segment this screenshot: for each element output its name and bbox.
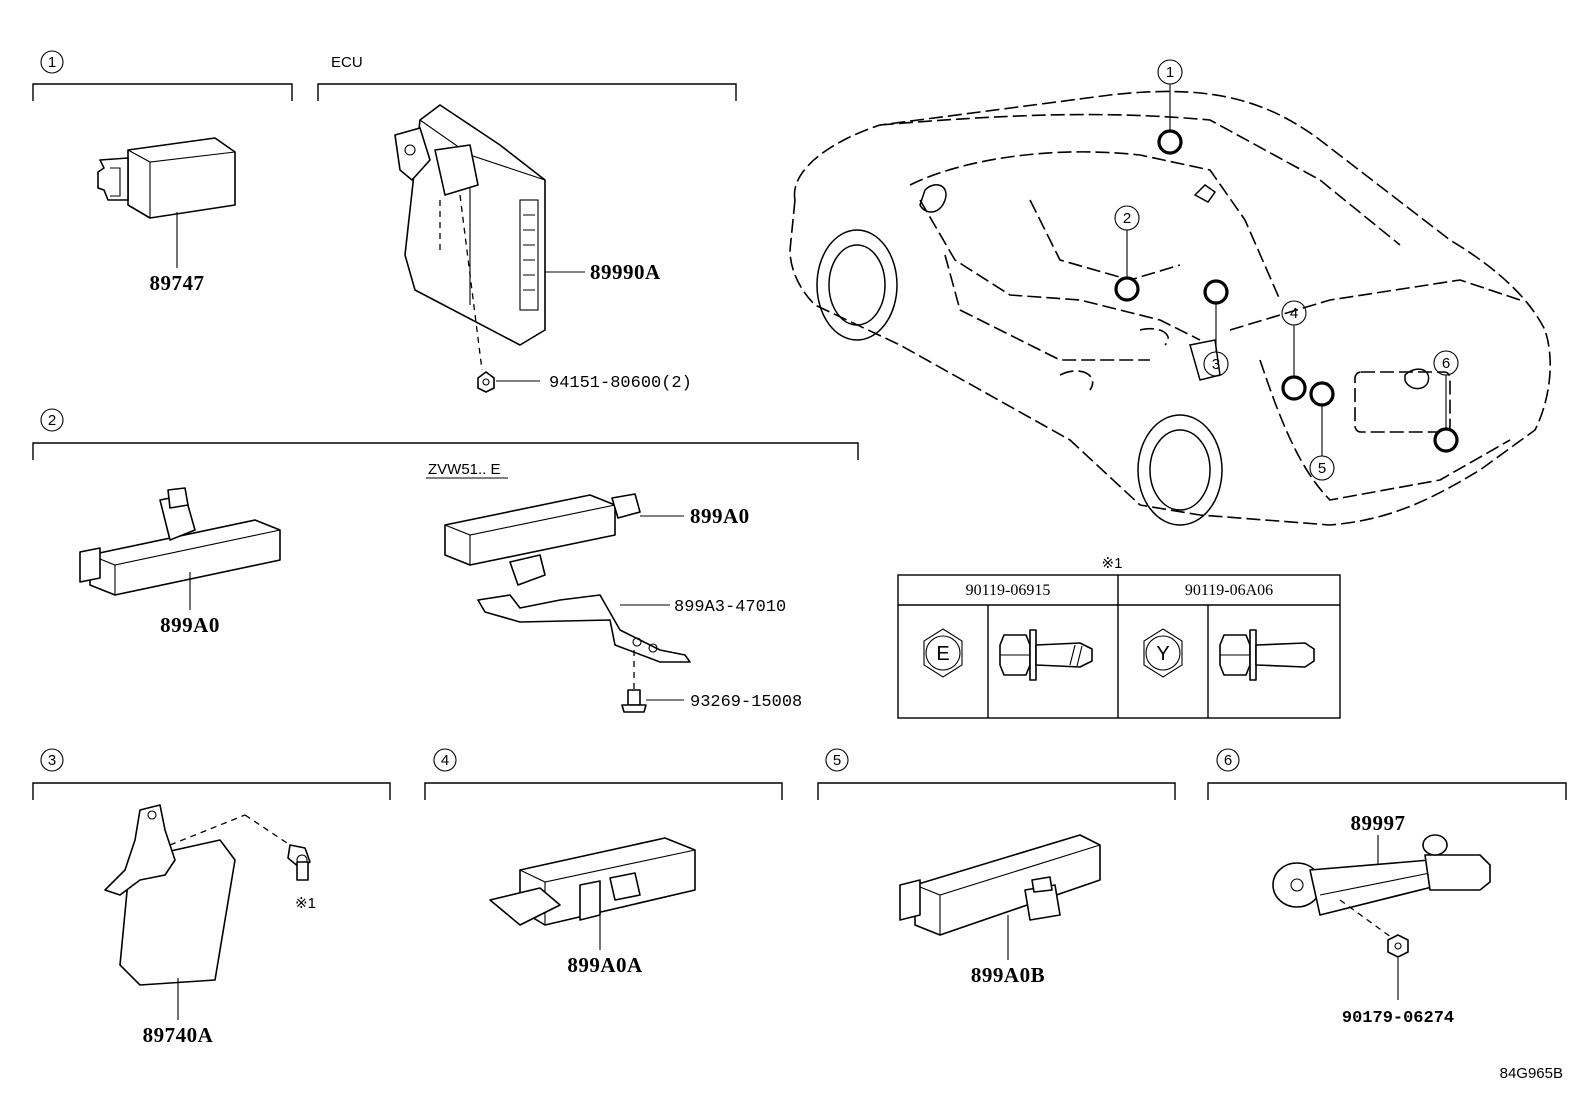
- section-4-header: 4: [424, 748, 783, 800]
- svg-text:1: 1: [1166, 64, 1174, 81]
- antenna-899A0-right: ZVW51.. E 899A0 899A3-47010 93269-15008: [426, 461, 802, 713]
- part-number-899A0-left: 899A0: [160, 613, 220, 637]
- svg-text:4: 4: [1290, 305, 1298, 322]
- section-6-header: 6: [1207, 748, 1567, 800]
- bolt-side-y-icon: [1219, 629, 1315, 681]
- section-4-number: 4: [441, 752, 449, 769]
- part-number-899A0-right: 899A0: [690, 504, 750, 528]
- svg-text:E: E: [936, 643, 949, 665]
- section-1-number: 1: [48, 54, 56, 71]
- fastener-table: ※1 90119-06915 90119-06A06 E Y: [897, 555, 1341, 719]
- part-number-899A3-47010: 899A3-47010: [674, 598, 786, 617]
- part-number-899A0A: 899A0A: [567, 953, 643, 977]
- part-number-89990A: 89990A: [590, 260, 661, 284]
- car-callout-6: 6: [1433, 350, 1459, 453]
- variant-label: ZVW51.. E: [428, 461, 501, 478]
- ecu-89990A: 89990A 94151-80600(2): [394, 104, 692, 393]
- car-callout-3: 3: [1203, 279, 1229, 377]
- part-number-90179-06274: 90179-06274: [1342, 1009, 1454, 1028]
- section-2-number: 2: [48, 412, 56, 429]
- svg-text:6: 6: [1442, 355, 1450, 372]
- part-number-93269-15008: 93269-15008: [690, 693, 802, 712]
- bolt-head-y-icon: Y: [1143, 628, 1183, 678]
- fastener-col2-header: 90119-06A06: [1185, 582, 1273, 599]
- ecu-label: ECU: [331, 54, 363, 71]
- part-number-89997: 89997: [1351, 811, 1406, 835]
- part-number-89747: 89747: [150, 271, 205, 295]
- antenna-899A0-left: 899A0: [79, 487, 281, 637]
- section-3-header: 3: [32, 748, 391, 800]
- relay-89747: 89747: [97, 137, 236, 295]
- ecu-header: ECU: [317, 54, 737, 101]
- bolt-side-e-icon: [999, 629, 1093, 681]
- part-number-899A0B: 899A0B: [971, 963, 1045, 987]
- diagram-id: 84G965B: [1500, 1065, 1563, 1082]
- vehicle-location-view: 1 2 3 4 5 6: [789, 59, 1551, 526]
- antenna-899A0B: 899A0B: [899, 834, 1101, 987]
- bolt-head-e-icon: E: [923, 628, 963, 678]
- fastener-table-ref: ※1: [1102, 555, 1123, 572]
- fastener-col1-header: 90119-06915: [966, 582, 1051, 599]
- section-2-header: 2: [32, 408, 859, 460]
- part-number-94151-80600: 94151-80600(2): [549, 374, 692, 393]
- svg-text:2: 2: [1123, 210, 1131, 227]
- svg-text:5: 5: [1318, 460, 1326, 477]
- part-number-89740A: 89740A: [143, 1023, 214, 1047]
- section-3-note-ref: ※1: [295, 895, 316, 912]
- sensor-89740A: ※1 89740A: [104, 804, 316, 1047]
- car-callout-4: 4: [1281, 300, 1307, 401]
- section-1-header: 1: [32, 50, 293, 101]
- antenna-899A0A: 899A0A: [489, 837, 696, 977]
- section-3-number: 3: [48, 752, 56, 769]
- sensor-89997: 89997 90179-06274: [1272, 811, 1491, 1028]
- section-5-header: 5: [817, 748, 1176, 800]
- svg-text:3: 3: [1212, 356, 1220, 373]
- svg-text:Y: Y: [1156, 643, 1169, 665]
- section-6-number: 6: [1224, 752, 1232, 769]
- car-callout-2: 2: [1114, 205, 1140, 302]
- car-callout-1: 1: [1157, 59, 1183, 155]
- section-5-number: 5: [833, 752, 841, 769]
- car-callout-5: 5: [1309, 381, 1335, 481]
